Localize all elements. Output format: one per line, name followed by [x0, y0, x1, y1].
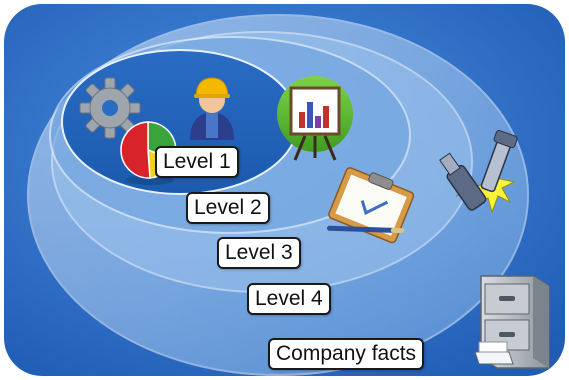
level-2-label: Level 2 [186, 192, 270, 224]
file-cabinet-icon [474, 275, 550, 369]
gear-icon [79, 77, 141, 139]
presentation-board-icon [277, 76, 353, 161]
company-facts-label: Company facts [268, 338, 425, 370]
clipboard-pen-icon [326, 167, 415, 244]
worker-icon [190, 77, 234, 140]
level-3-label: Level 3 [217, 237, 301, 269]
level-4-label: Level 4 [247, 283, 331, 315]
tools-icon [439, 129, 518, 214]
level-1-label: Level 1 [155, 146, 239, 178]
